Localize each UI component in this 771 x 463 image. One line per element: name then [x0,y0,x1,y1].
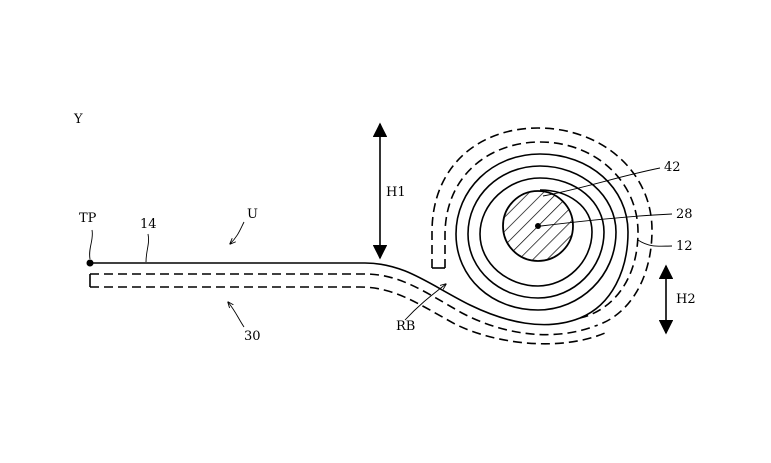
layer-30-bottom [90,286,606,345]
tp-leader [89,229,93,260]
ref-14-label: 14 [140,217,157,232]
h1-label: H1 [386,185,406,200]
ref-42-label: 42 [664,160,681,175]
tip-point [86,259,94,267]
rb-leader [404,284,446,321]
h2-label: H2 [676,292,696,307]
ref-14-leader [145,233,149,263]
roll-outer-dashed-2 [444,141,639,319]
layer-30-top [90,273,596,336]
roll-winding-1 [455,153,629,319]
ref-30-leader [228,302,245,328]
ref-42-leader [542,167,661,197]
roll-outer-dashed [431,127,653,327]
ref-28-leader [540,213,673,227]
ref-30-label: 30 [244,329,261,344]
ref-12-label: 12 [676,239,693,254]
rb-label: RB [396,319,415,334]
ref-12-leader [637,239,673,247]
sheet-14-line [90,262,581,326]
core-center [535,223,541,229]
ref-28-label: 28 [676,207,693,222]
axis-label-y: Y [73,112,83,127]
u-label: U [247,207,258,222]
tp-label: TP [79,211,97,226]
u-leader [230,221,245,244]
